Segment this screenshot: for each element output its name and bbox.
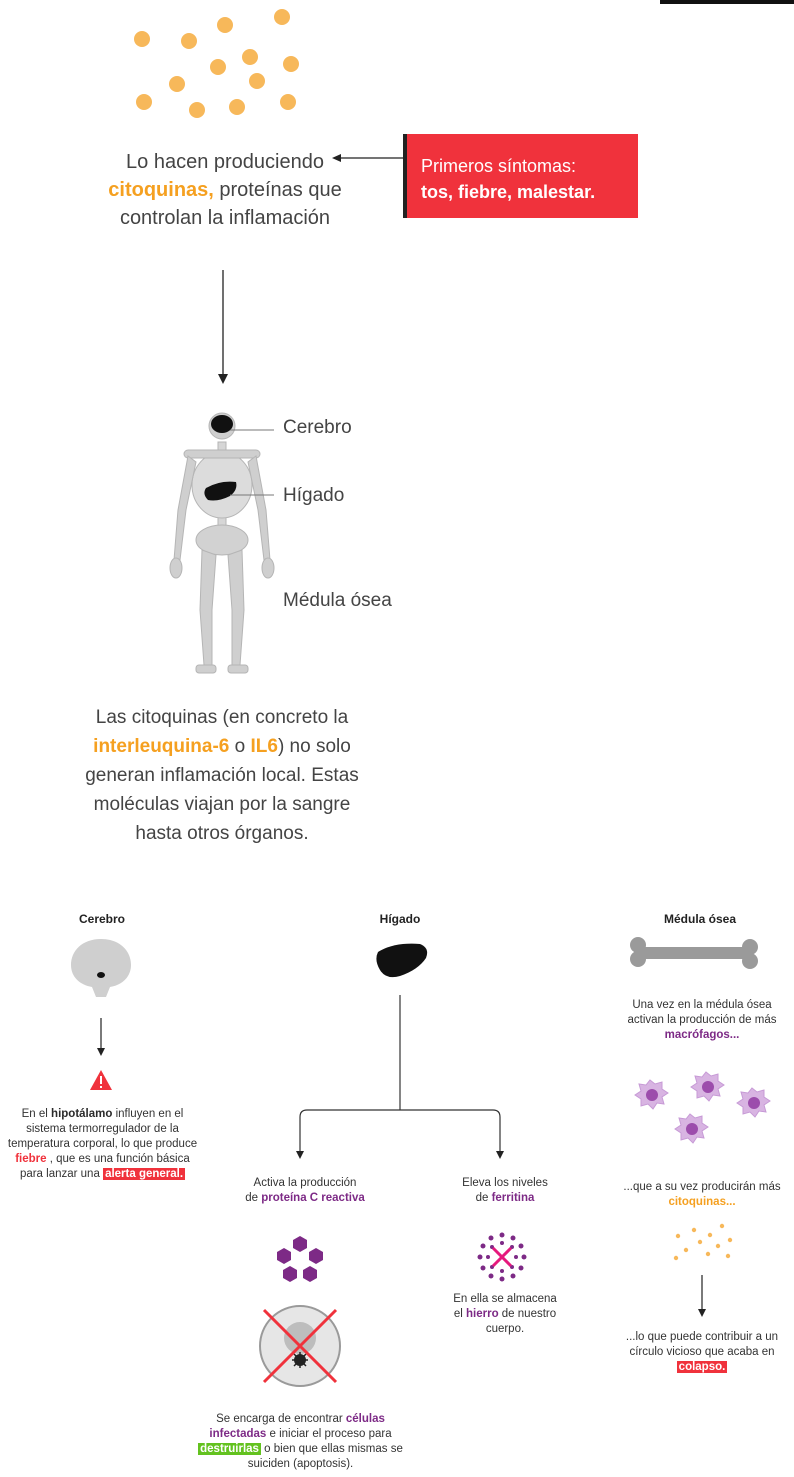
marrow-heading: Médula ósea (663, 912, 737, 926)
skeleton-icon (169, 412, 275, 674)
ferritin-label-a: Eleva los niveles (462, 1177, 548, 1189)
crp-text-c: o bien que ellas mismas se suiciden (apo… (247, 1443, 403, 1470)
cytokines-term: citoquinas... (668, 1196, 736, 1208)
brain-text: En el hipotálamo influyen en el sistema … (5, 1107, 200, 1182)
macrophage-icon (634, 1071, 771, 1144)
ferritin-text: En ella se almacena el hierro de nuestro… (430, 1292, 580, 1337)
cytokine-line2: citoquinas, proteínas que (90, 176, 360, 204)
top-rule (660, 0, 794, 4)
alert-term: alerta general. (103, 1168, 186, 1180)
fever-term: fiebre (15, 1153, 47, 1165)
hypothalamus-term: hipotálamo (51, 1108, 113, 1120)
il6-term: interleuquina-6 (93, 736, 230, 757)
brain-text-a: En el (21, 1108, 52, 1120)
il6-o: o (229, 736, 251, 757)
marrow-text3-b: círculo vicioso que acaba en (629, 1346, 775, 1358)
liver-branch-icon (296, 995, 504, 1159)
il6-line1: Las citoquinas (en concreto la (95, 707, 349, 728)
crp-text-b: e iniciar el proceso para (266, 1428, 392, 1440)
cytokine-line1: Lo hacen produciendo (126, 151, 324, 173)
label-marrow: Médula ósea (283, 590, 392, 611)
il6-line2-end: ) no solo (277, 736, 351, 757)
brain-icon (71, 939, 131, 997)
infected-cells-term: células infectadas (209, 1413, 385, 1440)
symptoms-line2: tos, fiebre, malestar. (421, 182, 596, 202)
cytokine-text: Lo hacen produciendo citoquinas, proteín… (90, 148, 360, 232)
marrow-text1: Una vez en la médula ósea activan la pro… (607, 998, 794, 1043)
il6-line4: moléculas viajan por la sangre (93, 794, 351, 815)
crp-term: proteína C reactiva (261, 1192, 365, 1204)
brain-text-c: , que es una función básica para lanzar … (19, 1153, 190, 1180)
crp-label-de: de (245, 1192, 262, 1204)
cytokine-line2-rest: proteínas que (213, 179, 342, 201)
liver-icon (376, 943, 428, 978)
il6-text: Las citoquinas (en concreto la interleuq… (40, 703, 404, 848)
marrow-text2-a: ...que a su vez producirán más (623, 1181, 781, 1193)
label-leaders (230, 429, 274, 496)
small-cytokine-dots-icon (673, 1223, 733, 1261)
macrophages-term: macrófagos... (664, 1029, 740, 1041)
cytokine-dots-icon (134, 9, 299, 118)
il6-short: IL6 (250, 736, 278, 757)
destroy-term: destruirlas (198, 1443, 261, 1455)
ferritin-text-el: el (453, 1308, 466, 1320)
ferritin-icon (477, 1232, 527, 1282)
crp-label-a: Activa la producción (253, 1177, 357, 1189)
bone-icon (630, 937, 758, 969)
ferritin-label-de: de (475, 1192, 492, 1204)
brain-text-b: influyen en el sistema termorregulador d… (7, 1108, 198, 1150)
ferritin-label-b: de ferritina (430, 1191, 580, 1206)
liver-heading: Hígado (379, 912, 421, 926)
label-brain: Cerebro (283, 417, 352, 438)
protein-icon (277, 1236, 323, 1282)
marrow-text1-b: activan la producción de más (627, 1014, 777, 1026)
cytokine-term: citoquinas, (108, 179, 214, 201)
ferritin-text-c: de nuestro (498, 1308, 557, 1320)
marrow-text3: ...lo que puede contribuir a un círculo … (607, 1330, 794, 1375)
arrow-down-icon (218, 270, 228, 384)
crp-label-b: de proteína C reactiva (225, 1191, 385, 1206)
brain-arrow-icon (97, 1018, 105, 1056)
collapse-term: colapso. (676, 1361, 728, 1373)
ferritin-text-a: En ella se almacena (453, 1293, 557, 1305)
crp-text: Se encarga de encontrar células infectad… (198, 1412, 403, 1472)
crp-label: Activa la producción de proteína C react… (225, 1176, 385, 1206)
il6-line5: hasta otros órganos. (135, 823, 309, 844)
marrow-text2: ...que a su vez producirán más citoquina… (607, 1180, 794, 1210)
crp-text-a: Se encarga de encontrar (216, 1413, 346, 1425)
ferritin-label: Eleva los niveles de ferritina (430, 1176, 580, 1206)
il6-line3: generan inflamación local. Estas (85, 765, 359, 786)
ferritin-term: ferritina (491, 1192, 535, 1204)
ferritin-text-b: el hierro de nuestro (430, 1307, 580, 1322)
warning-icon (90, 1070, 112, 1090)
cytokine-line3: controlan la inflamación (119, 207, 331, 229)
il6-line2: interleuquina-6 o IL6) no solo (40, 732, 404, 761)
ferritin-text-d: cuerpo. (485, 1323, 525, 1335)
symptoms-line1: Primeros síntomas: (421, 156, 577, 176)
brain-heading: Cerebro (78, 912, 125, 926)
iron-term: hierro (466, 1308, 499, 1320)
marrow-arrow-icon (698, 1275, 706, 1317)
marrow-text3-c: colapso. (607, 1360, 794, 1375)
label-liver: Hígado (283, 485, 345, 506)
marrow-text3-a: ...lo que puede contribuir a un (625, 1331, 779, 1343)
cell-crossed-icon (259, 1305, 341, 1387)
arrow-left-icon (332, 154, 406, 162)
symptoms-box: Primeros síntomas: tos, fiebre, malestar… (403, 134, 638, 218)
marrow-text1-a: Una vez en la médula ósea (632, 999, 772, 1011)
